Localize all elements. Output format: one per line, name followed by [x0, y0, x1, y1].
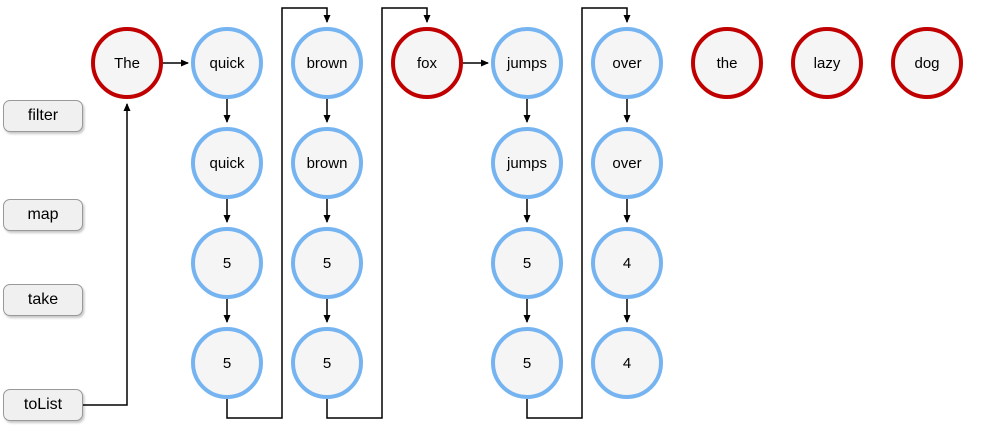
node-over-len-row3: 4 — [591, 227, 663, 299]
node-brown-row1: brown — [291, 27, 363, 99]
operator-tolist: toList — [3, 389, 83, 421]
node-label: the — [716, 54, 738, 72]
loop-jumps-to-over — [526, 7, 631, 419]
operator-label: toList — [23, 396, 63, 413]
node-brown-len-row4: 5 — [291, 327, 363, 399]
node-quick-row2: quick — [191, 127, 263, 199]
node-the-lower: the — [691, 27, 763, 99]
node-over-len-row4: 4 — [591, 327, 663, 399]
operator-filter: filter — [3, 100, 83, 132]
node-jumps-len-row4: 5 — [491, 327, 563, 399]
node-label: quick — [209, 54, 245, 72]
node-label: dog — [914, 54, 940, 72]
operator-label: take — [27, 291, 59, 308]
loop-brown-to-fox — [326, 7, 431, 419]
node-label: brown — [306, 54, 348, 72]
node-brown-row2: brown — [291, 127, 363, 199]
loop-quick-to-brown — [226, 7, 331, 419]
operator-take: take — [3, 284, 83, 316]
node-label: lazy — [813, 54, 841, 72]
node-label: over — [612, 154, 642, 172]
node-quick-len-row4: 5 — [191, 327, 263, 399]
node-label: 5 — [222, 254, 232, 272]
node-jumps-row1: jumps — [491, 27, 563, 99]
node-the-capital: The — [91, 27, 163, 99]
node-label: quick — [209, 154, 245, 172]
node-label: 4 — [622, 254, 632, 272]
operator-map: map — [3, 199, 83, 231]
node-label: fox — [416, 54, 437, 72]
edge-tolist-to-the — [82, 103, 131, 406]
node-fox: fox — [391, 27, 463, 99]
node-label: brown — [306, 154, 348, 172]
node-jumps-len-row3: 5 — [491, 227, 563, 299]
node-brown-len-row3: 5 — [291, 227, 363, 299]
node-lazy: lazy — [791, 27, 863, 99]
node-label: 4 — [622, 354, 632, 372]
node-label: jumps — [506, 154, 547, 172]
node-label: 5 — [322, 254, 332, 272]
node-quick-row1: quick — [191, 27, 263, 99]
node-label: 5 — [222, 354, 232, 372]
node-label: 5 — [322, 354, 332, 372]
node-label: jumps — [506, 54, 547, 72]
node-over-row2: over — [591, 127, 663, 199]
node-label: over — [612, 54, 642, 72]
node-quick-len-row3: 5 — [191, 227, 263, 299]
operator-label: map — [27, 206, 59, 223]
node-dog: dog — [891, 27, 963, 99]
node-jumps-row2: jumps — [491, 127, 563, 199]
node-label: The — [114, 54, 140, 72]
node-over-row1: over — [591, 27, 663, 99]
node-label: 5 — [522, 354, 532, 372]
operator-label: filter — [27, 107, 59, 124]
node-label: 5 — [522, 254, 532, 272]
